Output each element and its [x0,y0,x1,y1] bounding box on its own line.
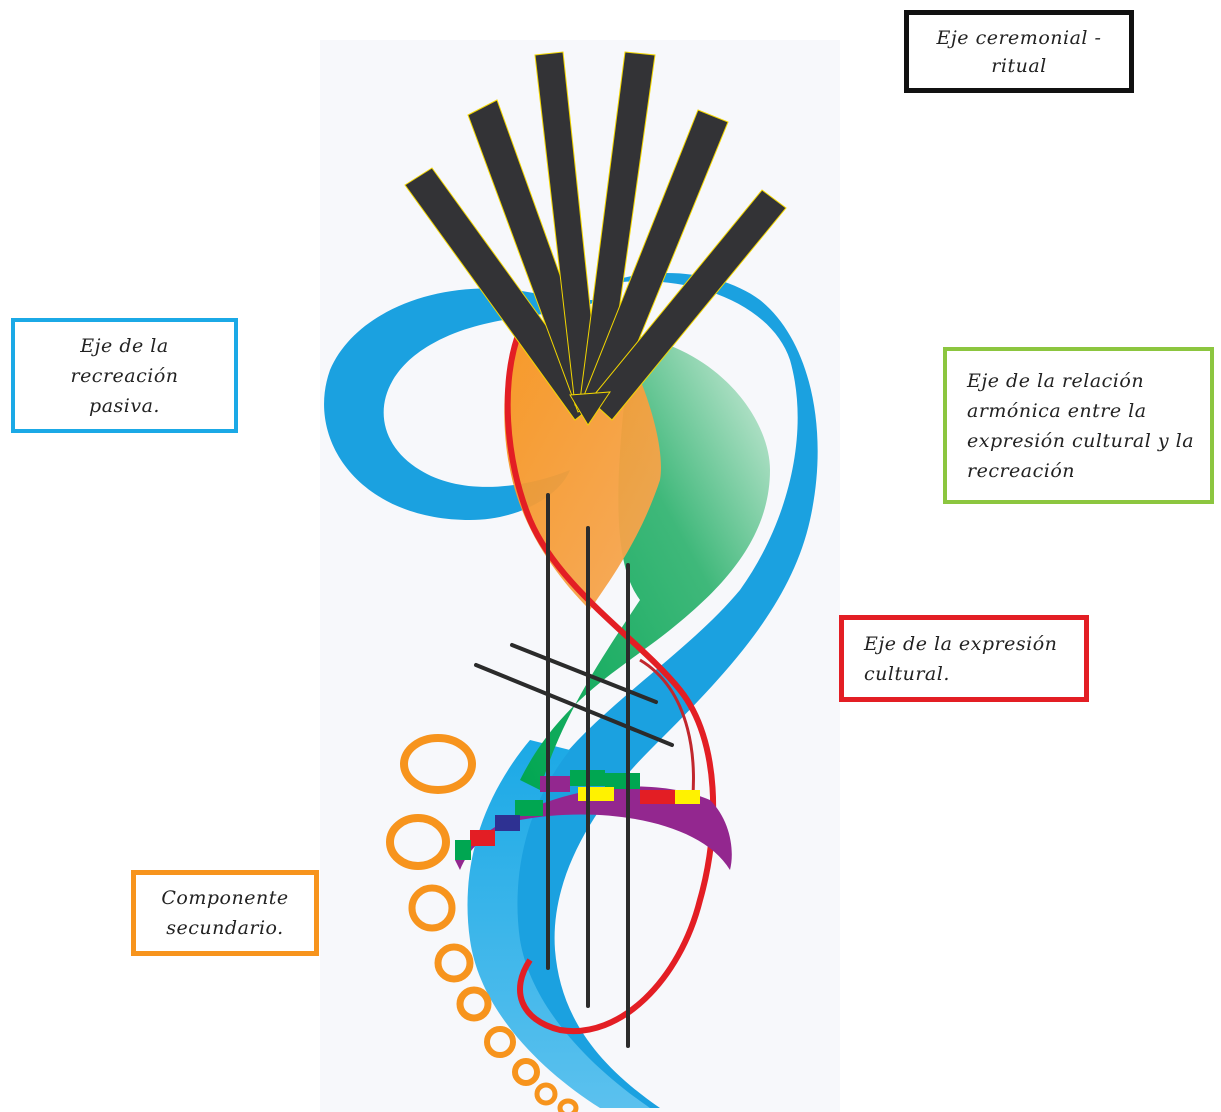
label-expresion-cultural-text: Eje de la expresión cultural. [864,629,1084,689]
label-box-expresion-cultural: Eje de la expresión cultural. [839,615,1089,702]
label-box-recreacion-pasiva: Eje de la recreación pasiva. [11,318,238,433]
label-box-relacion-armonica: Eje de la relación armónica entre la exp… [943,347,1214,504]
band-square-yellow-2 [675,790,700,804]
label-recreacion-pasiva-text: Eje de la recreación pasiva. [35,331,215,421]
label-box-ceremonial: Eje ceremonial - ritual [904,10,1134,93]
label-relacion-armonica-text: Eje de la relación armónica entre la exp… [967,366,1207,486]
label-ceremonial-text: Eje ceremonial - ritual [924,24,1114,80]
band-square-green-2 [605,773,640,789]
band-square-blue [495,815,520,831]
label-box-componente-secundario: Componente secundario. [131,870,319,956]
band-square-yellow [578,787,614,801]
band-square-red-2 [470,830,495,846]
band-square-green-4 [455,840,471,860]
label-componente-secundario-text: Componente secundario. [145,883,305,943]
band-square-green-3 [515,800,543,816]
band-square-purple [540,776,570,792]
band-square-red [640,790,680,804]
